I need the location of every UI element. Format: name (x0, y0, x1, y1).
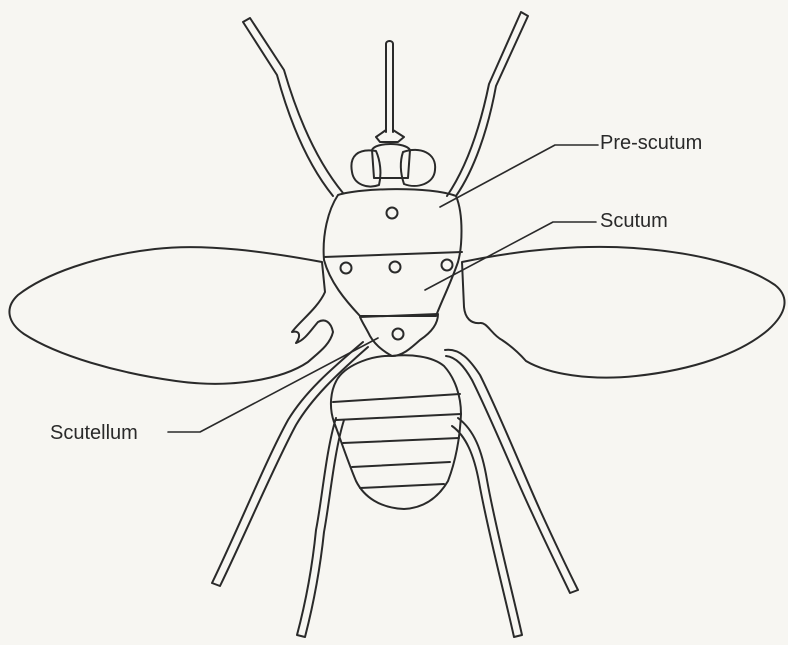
scutellum-label: Scutellum (50, 423, 138, 443)
right-antenna (447, 12, 528, 196)
scutellum-leader (168, 338, 378, 432)
abdomen-segment-4 (352, 462, 450, 467)
scutellum (360, 314, 438, 356)
left-antenna (243, 18, 343, 196)
scutum-spot-right (442, 260, 453, 271)
scutum-spot-center (390, 262, 401, 273)
scutum-spot-left (341, 263, 352, 274)
scutellum-spot (393, 329, 404, 340)
abdomen-segment-3 (343, 438, 459, 443)
left-wing (9, 247, 333, 384)
pre-scutum-spot (387, 208, 398, 219)
abdomen-segment-5 (360, 484, 444, 488)
left-eye (351, 150, 380, 186)
pre-scutum-label: Pre-scutum (600, 133, 702, 153)
head (372, 144, 410, 178)
right-eye (401, 150, 435, 186)
abdomen-segment-2 (336, 414, 461, 420)
left-hind-leg (297, 418, 344, 637)
right-wing (462, 247, 785, 378)
right-hind-leg (452, 418, 522, 637)
thorax-suture (324, 252, 462, 257)
pre-scutum-leader (440, 145, 598, 207)
proboscis-base (376, 130, 404, 142)
scutum-label: Scutum (600, 211, 668, 231)
left-fore-leg (212, 342, 368, 586)
abdomen-segment-1 (333, 394, 460, 402)
right-fore-leg (445, 350, 578, 593)
proboscis (386, 41, 393, 132)
